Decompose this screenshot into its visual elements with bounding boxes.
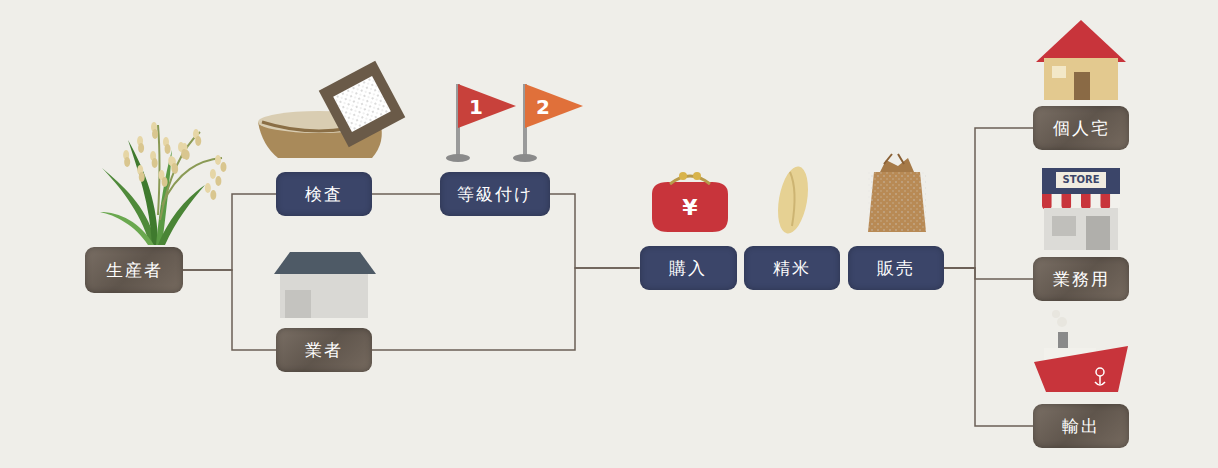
node-label: 業務用: [1053, 269, 1110, 289]
trader-box: 業者: [276, 328, 372, 372]
destination-box: 輸出: [1033, 404, 1129, 448]
rice-plant: [100, 122, 226, 245]
process-box: 精米: [744, 246, 840, 290]
trader-building: [274, 252, 376, 318]
grain: [139, 172, 145, 182]
grain: [215, 155, 221, 165]
rice-bag: [868, 154, 926, 232]
process-box: 等級付け: [440, 172, 550, 216]
awning-stripe: [1071, 194, 1081, 210]
grain: [171, 163, 177, 173]
awning-stripe: [1091, 194, 1101, 210]
connector-line: [372, 268, 640, 350]
house-icon: [1036, 20, 1126, 100]
connector-line: [944, 268, 1033, 426]
node-label: 等級付け: [457, 184, 533, 204]
grain: [138, 143, 144, 153]
grain: [210, 190, 216, 200]
grain: [124, 157, 130, 167]
purse-icon: [652, 172, 728, 232]
destination-box: 個人宅: [1033, 106, 1129, 150]
callout-number: 2: [536, 97, 550, 117]
grain: [205, 183, 211, 193]
node-label: 個人宅: [1053, 118, 1110, 138]
grain: [162, 177, 168, 187]
awning-stripe: [1052, 194, 1062, 210]
connector-line: [183, 270, 276, 350]
grain: [152, 129, 158, 139]
awning-stripe: [1101, 194, 1111, 210]
destination-box: 業務用: [1033, 257, 1129, 301]
connector-line: [944, 268, 1033, 279]
connector-line: [944, 128, 1033, 268]
grain: [215, 176, 221, 186]
store-sign: STORE: [1062, 175, 1099, 185]
currency-symbol: ¥: [682, 197, 697, 219]
node-label: 輸出: [1062, 416, 1100, 436]
connector-line: [183, 194, 276, 270]
node-label: 検査: [305, 184, 343, 204]
node-label: 業者: [305, 340, 343, 360]
store-icon: [1042, 168, 1120, 250]
grain: [220, 162, 226, 172]
awning-stripe: [1062, 194, 1072, 210]
awning-stripe: [1110, 194, 1120, 210]
node-label: 生産者: [106, 260, 163, 280]
grain: [172, 164, 178, 174]
grade-flags: [446, 84, 583, 162]
grain: [181, 149, 187, 159]
rice-grain: [773, 164, 812, 236]
callout-number: 1: [469, 97, 483, 117]
ship-icon: [1034, 310, 1128, 392]
process-box: 検査: [276, 172, 372, 216]
grain: [210, 169, 216, 179]
process-box: 販売: [848, 246, 944, 290]
node-label: 販売: [877, 258, 915, 278]
process-box: 購入: [640, 246, 737, 290]
awning-stripe: [1081, 194, 1091, 210]
grain: [195, 136, 201, 146]
node-label: 精米: [773, 258, 811, 278]
inspection-tray: [258, 61, 405, 158]
connector-line: [372, 193, 440, 195]
node-label: 購入: [669, 258, 707, 278]
grain: [152, 158, 158, 168]
grain: [165, 144, 171, 154]
producer-box: 生産者: [85, 247, 183, 293]
awning-stripe: [1042, 194, 1052, 210]
connector-line: [550, 194, 640, 268]
